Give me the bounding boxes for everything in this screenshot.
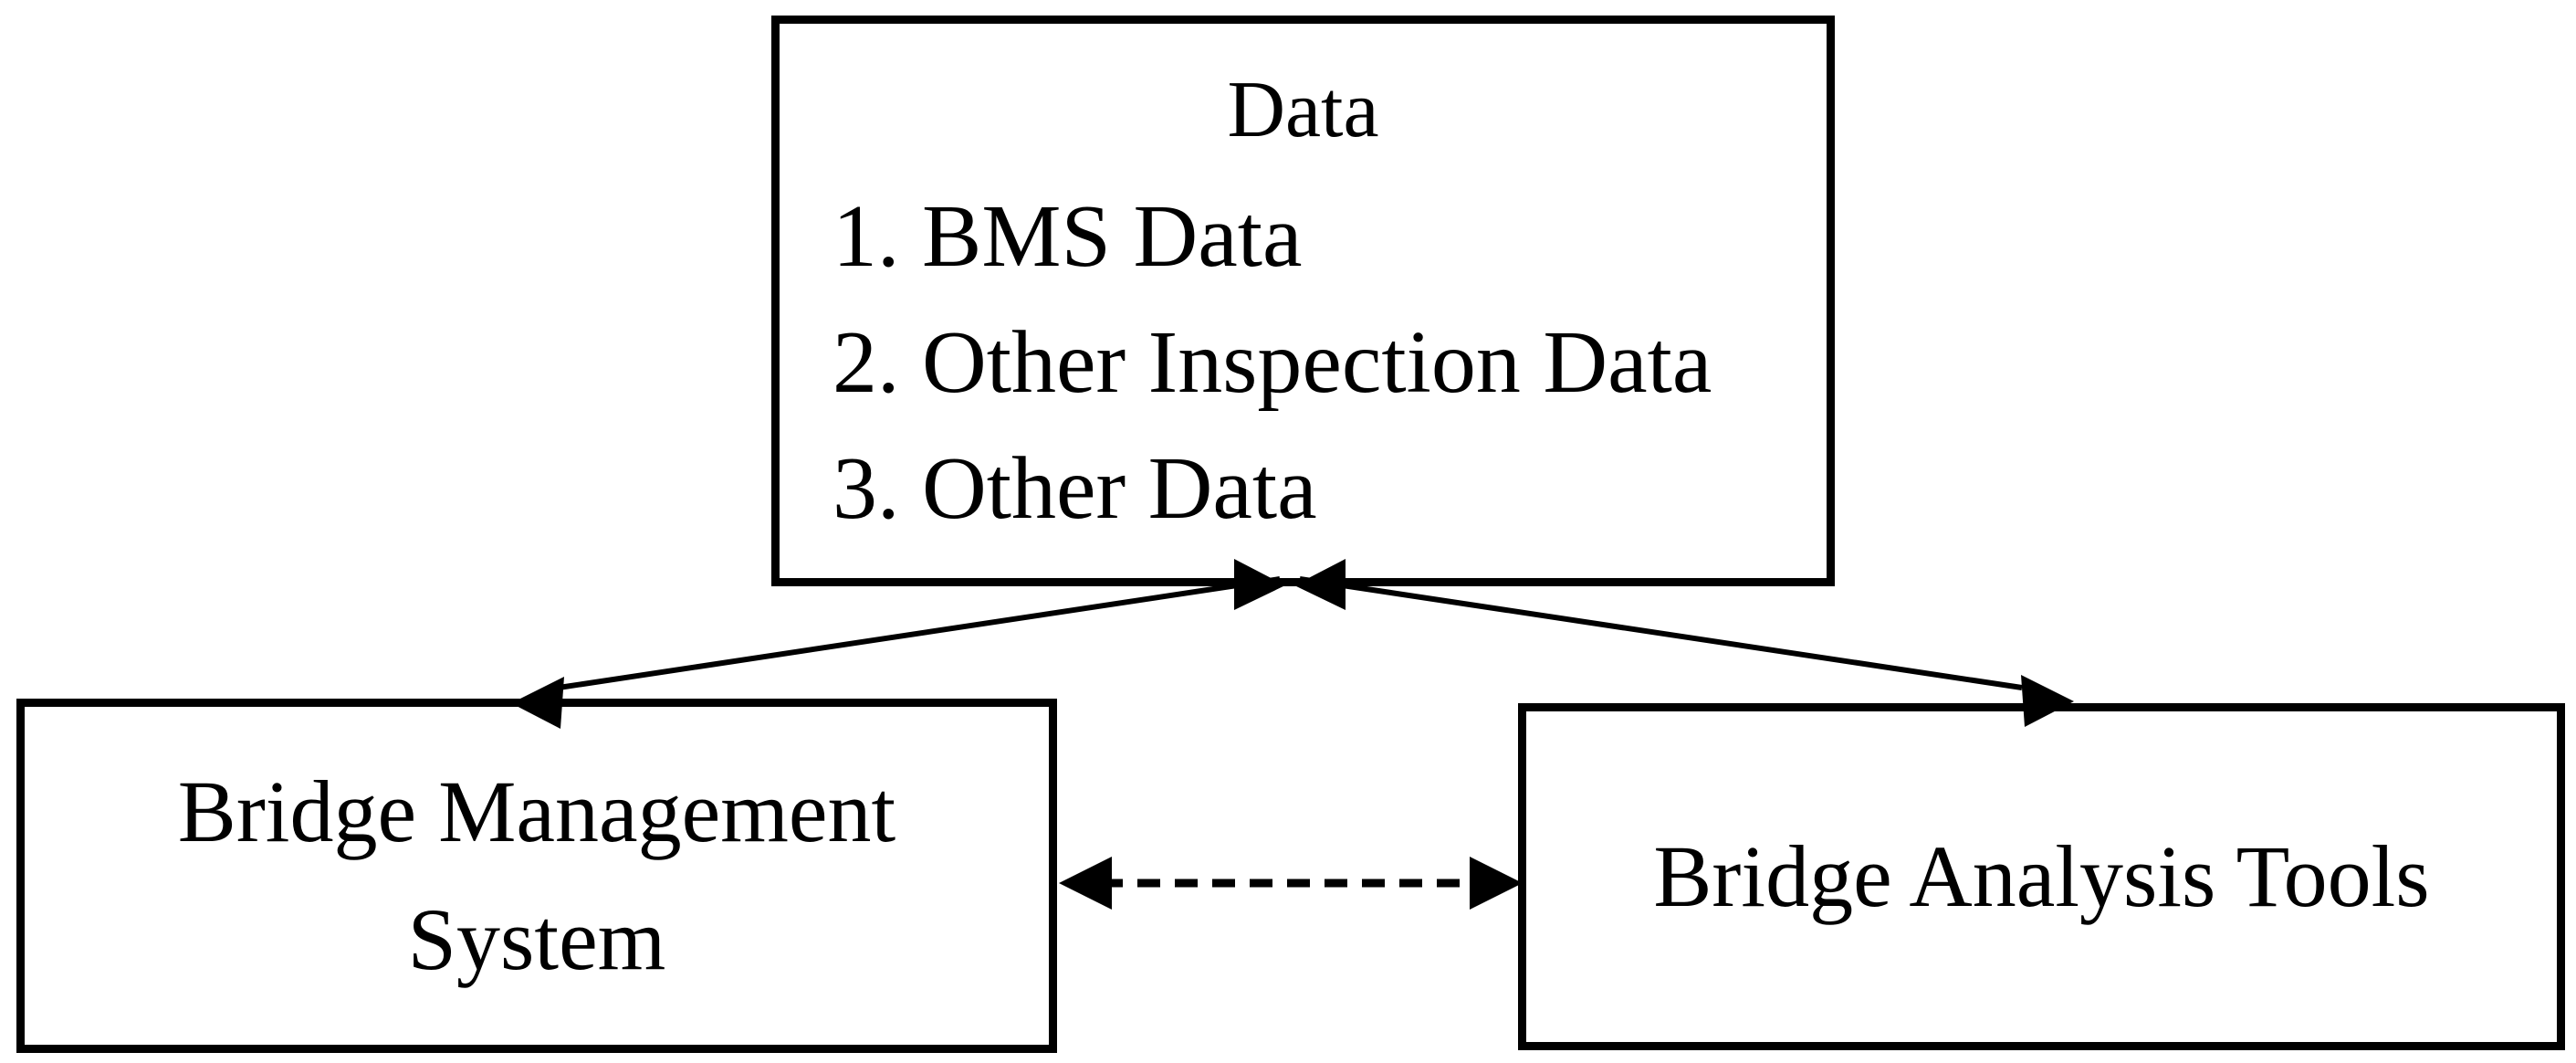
bridge-management-system-box: Bridge Management System [16, 699, 1057, 1053]
data-box-item-2: 2. Other Inspection Data [832, 313, 1712, 412]
data-box-item-3: 3. Other Data [832, 439, 1317, 538]
data-box-item-1: 1. BMS Data [832, 187, 1303, 286]
arrowhead-into-bms-dashed [1059, 857, 1112, 910]
analysis-box-label: Bridge Analysis Tools [1653, 827, 2430, 925]
bms-box-label-line2: System [407, 890, 666, 988]
bridge-analysis-tools-box: Bridge Analysis Tools [1518, 703, 2565, 1050]
data-box: Data 1. BMS Data 2. Other Inspection Dat… [771, 16, 1835, 586]
arrow-bms-to-analysis-dashed [1059, 857, 1523, 910]
arrowhead-into-analysis-dashed [1470, 857, 1523, 910]
data-box-title: Data [1227, 66, 1379, 154]
bms-box-label-line1: Bridge Management [177, 763, 896, 860]
